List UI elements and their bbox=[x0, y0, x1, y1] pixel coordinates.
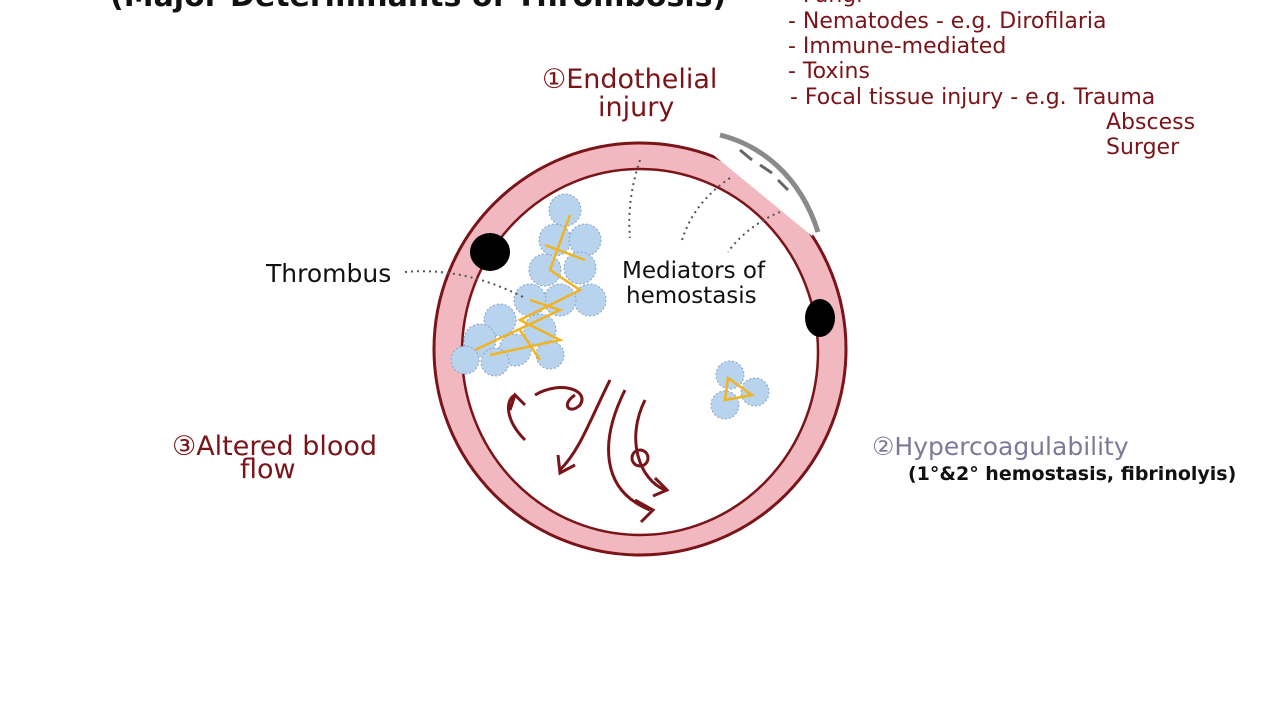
vessel-cross-section bbox=[432, 132, 848, 557]
svg-text:flow: flow bbox=[240, 454, 296, 485]
cause-item: - Toxins bbox=[788, 59, 870, 84]
svg-text:①Endothelial: ①Endothelial bbox=[542, 64, 717, 95]
endothelial-nucleus bbox=[470, 233, 510, 271]
injury-tear bbox=[719, 132, 821, 233]
cause-example: Abscess bbox=[1106, 110, 1195, 135]
injury-tear-marks bbox=[739, 148, 790, 192]
svg-text:Mediators of: Mediators of bbox=[622, 258, 766, 284]
platelet-cluster bbox=[710, 360, 770, 420]
fibrin-strands bbox=[474, 214, 586, 361]
svg-text:(1°&2° hemostasis, fibrinolyis: (1°&2° hemostasis, fibrinolyis) bbox=[908, 463, 1236, 485]
title: (Major Determinants of Thrombosis) bbox=[110, 0, 726, 14]
svg-text:injury: injury bbox=[598, 92, 674, 123]
altered-flow-label: ③Altered blood flow bbox=[172, 431, 377, 485]
thrombus-label: Thrombus bbox=[265, 259, 391, 288]
thrombus bbox=[450, 193, 607, 377]
endothelial-injury-label: ①Endothelial injury bbox=[542, 64, 717, 123]
svg-text:③Altered blood: ③Altered blood bbox=[172, 431, 377, 462]
endothelial-gap bbox=[705, 140, 835, 236]
svg-text:②Hypercoagulability: ②Hypercoagulability bbox=[872, 432, 1129, 461]
causes-list: - Fungi - Nematodes - e.g. Dirofilaria -… bbox=[788, 0, 1195, 160]
endothelial-nucleus bbox=[805, 299, 835, 337]
svg-text:hemostasis: hemostasis bbox=[626, 283, 757, 309]
hypercoagulability-label: ②Hypercoagulability (1°&2° hemostasis, f… bbox=[872, 432, 1236, 485]
mediator-arrows bbox=[404, 159, 781, 299]
cause-item: - Focal tissue injury - e.g. Trauma bbox=[790, 85, 1155, 110]
turbulent-flow-arrows bbox=[506, 379, 670, 524]
cause-example: Surger bbox=[1106, 135, 1180, 160]
cause-item: - Fungi bbox=[788, 0, 862, 8]
vessel-outer-outline bbox=[432, 141, 848, 557]
cause-item: - Immune-mediated bbox=[788, 34, 1006, 59]
mediators-label: Mediators of hemostasis bbox=[622, 258, 766, 309]
cause-item: - Nematodes - e.g. Dirofilaria bbox=[788, 9, 1106, 34]
